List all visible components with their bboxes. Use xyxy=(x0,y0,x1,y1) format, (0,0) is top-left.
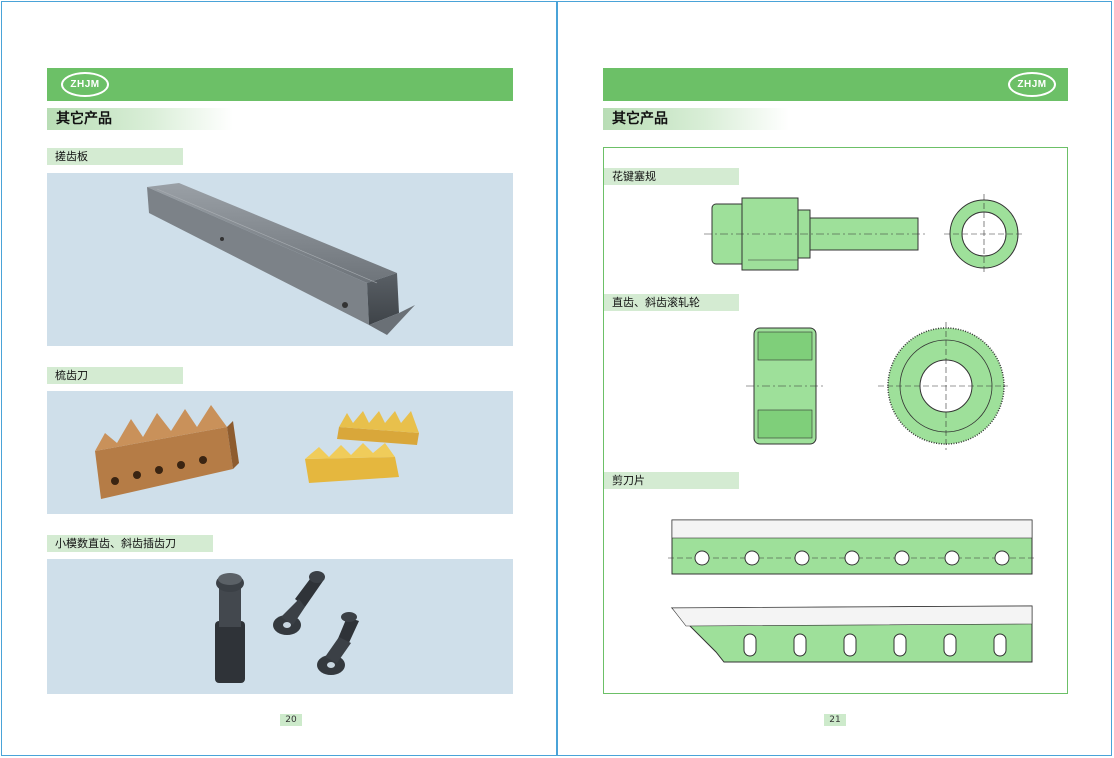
comb-cutter-image xyxy=(95,405,419,499)
shaper-cutter-photo xyxy=(47,559,513,694)
product-label: 直齿、斜齿滚轧轮 xyxy=(604,294,739,311)
page-number: 21 xyxy=(824,714,846,726)
product-label: 搓齿板 xyxy=(47,148,183,165)
left-page: ZHJM 其它产品 搓齿板 梳齿刀 xyxy=(1,1,557,756)
product-label: 花键塞规 xyxy=(604,168,739,185)
shaper-cutter-image xyxy=(215,571,359,683)
rolling-plate-image xyxy=(147,183,415,335)
right-page: ZHJM 其它产品 花键塞规 直齿、斜齿滚轧轮 剪刀片 xyxy=(557,1,1112,756)
product-label: 梳齿刀 xyxy=(47,367,183,384)
brand-logo: ZHJM xyxy=(61,72,109,97)
comb-cutter-photo xyxy=(47,391,513,514)
product-frame xyxy=(603,147,1068,694)
section-title: 其它产品 xyxy=(603,108,789,130)
section-title: 其它产品 xyxy=(47,108,233,130)
header-banner: ZHJM xyxy=(603,68,1068,101)
product-label: 小模数直齿、斜齿插齿刀 xyxy=(47,535,213,552)
page-number: 20 xyxy=(280,714,302,726)
header-banner: ZHJM xyxy=(47,68,513,101)
spline-plug-gauge-drawing xyxy=(704,194,1024,274)
rolling-wheel-drawing xyxy=(746,322,1008,450)
brand-logo: ZHJM xyxy=(1008,72,1056,97)
shear-blade-drawing xyxy=(668,519,1036,663)
rolling-plate-photo xyxy=(47,173,513,346)
product-label: 剪刀片 xyxy=(604,472,739,489)
